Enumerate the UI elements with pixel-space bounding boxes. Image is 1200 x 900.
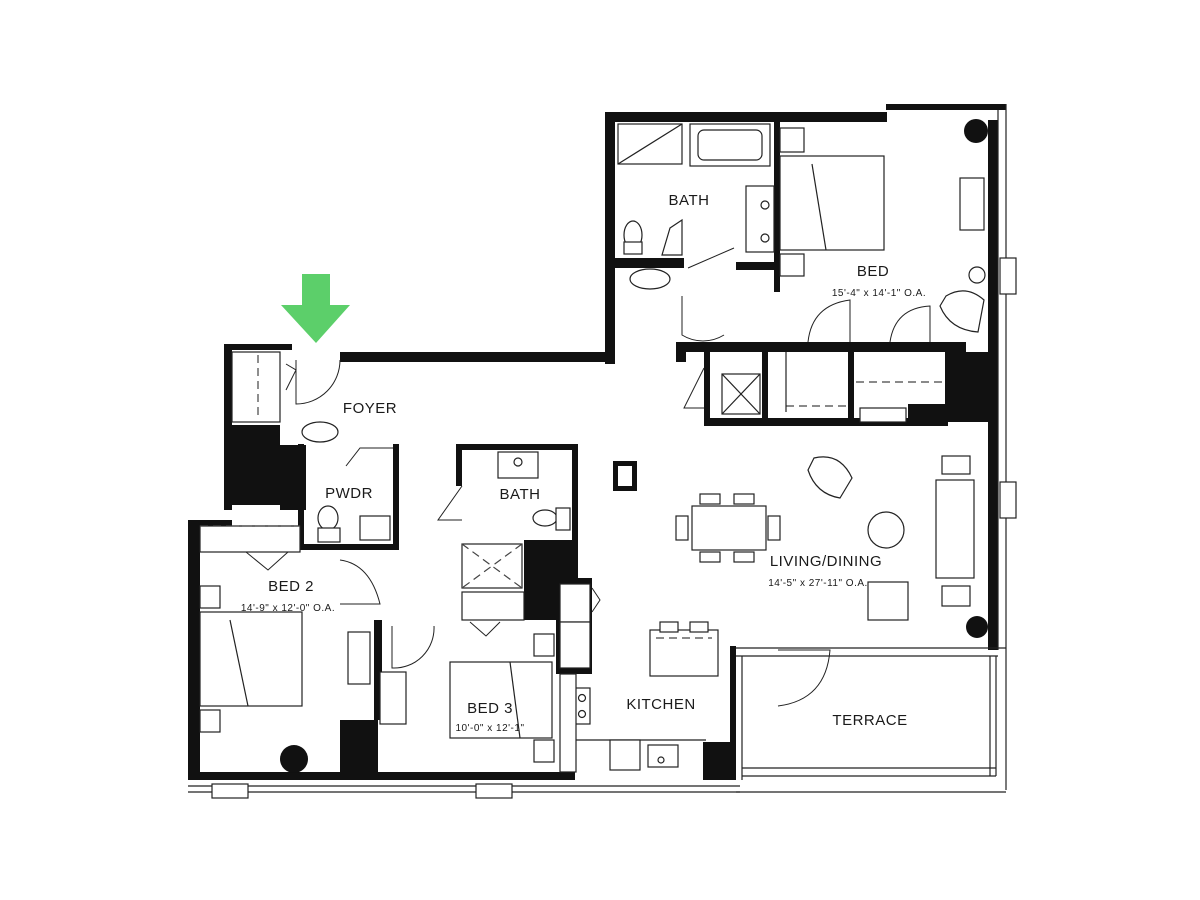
label-living-dining: LIVING/DINING	[770, 553, 882, 570]
master-bed-furniture	[779, 127, 986, 343]
foyer-fixtures	[231, 351, 393, 543]
bed-3-furniture	[379, 621, 555, 763]
label-bed-2-dim: 14'-9" x 12'-0" O.A.	[241, 603, 335, 614]
label-bed-3: BED 3	[467, 700, 513, 717]
label-bed-master: BED	[857, 263, 889, 280]
label-foyer: FOYER	[343, 400, 397, 417]
bed-2-furniture	[199, 525, 381, 733]
label-kitchen: KITCHEN	[626, 696, 695, 713]
window-lines	[188, 104, 1017, 799]
entry-arrow-icon	[281, 274, 350, 343]
label-terrace: TERRACE	[832, 712, 907, 729]
label-bath-master: BATH	[669, 192, 710, 209]
kitchen-fixtures	[559, 583, 719, 773]
label-bath-2: BATH	[500, 486, 541, 503]
label-bed-3-dim: 10'-0" x 12'-1"	[455, 723, 524, 734]
label-bed-master-dim: 15'-4" x 14'-1" O.A.	[832, 288, 926, 299]
label-bed-2: BED 2	[268, 578, 314, 595]
master-closets	[683, 352, 944, 423]
label-pwdr: PWDR	[325, 485, 373, 502]
master-bath-fixtures	[617, 123, 775, 342]
label-living-dining-dim: 14'-5" x 27'-11" O.A.	[768, 578, 868, 589]
bath-2-fixtures	[437, 451, 571, 621]
living-dining-furniture	[675, 455, 975, 707]
